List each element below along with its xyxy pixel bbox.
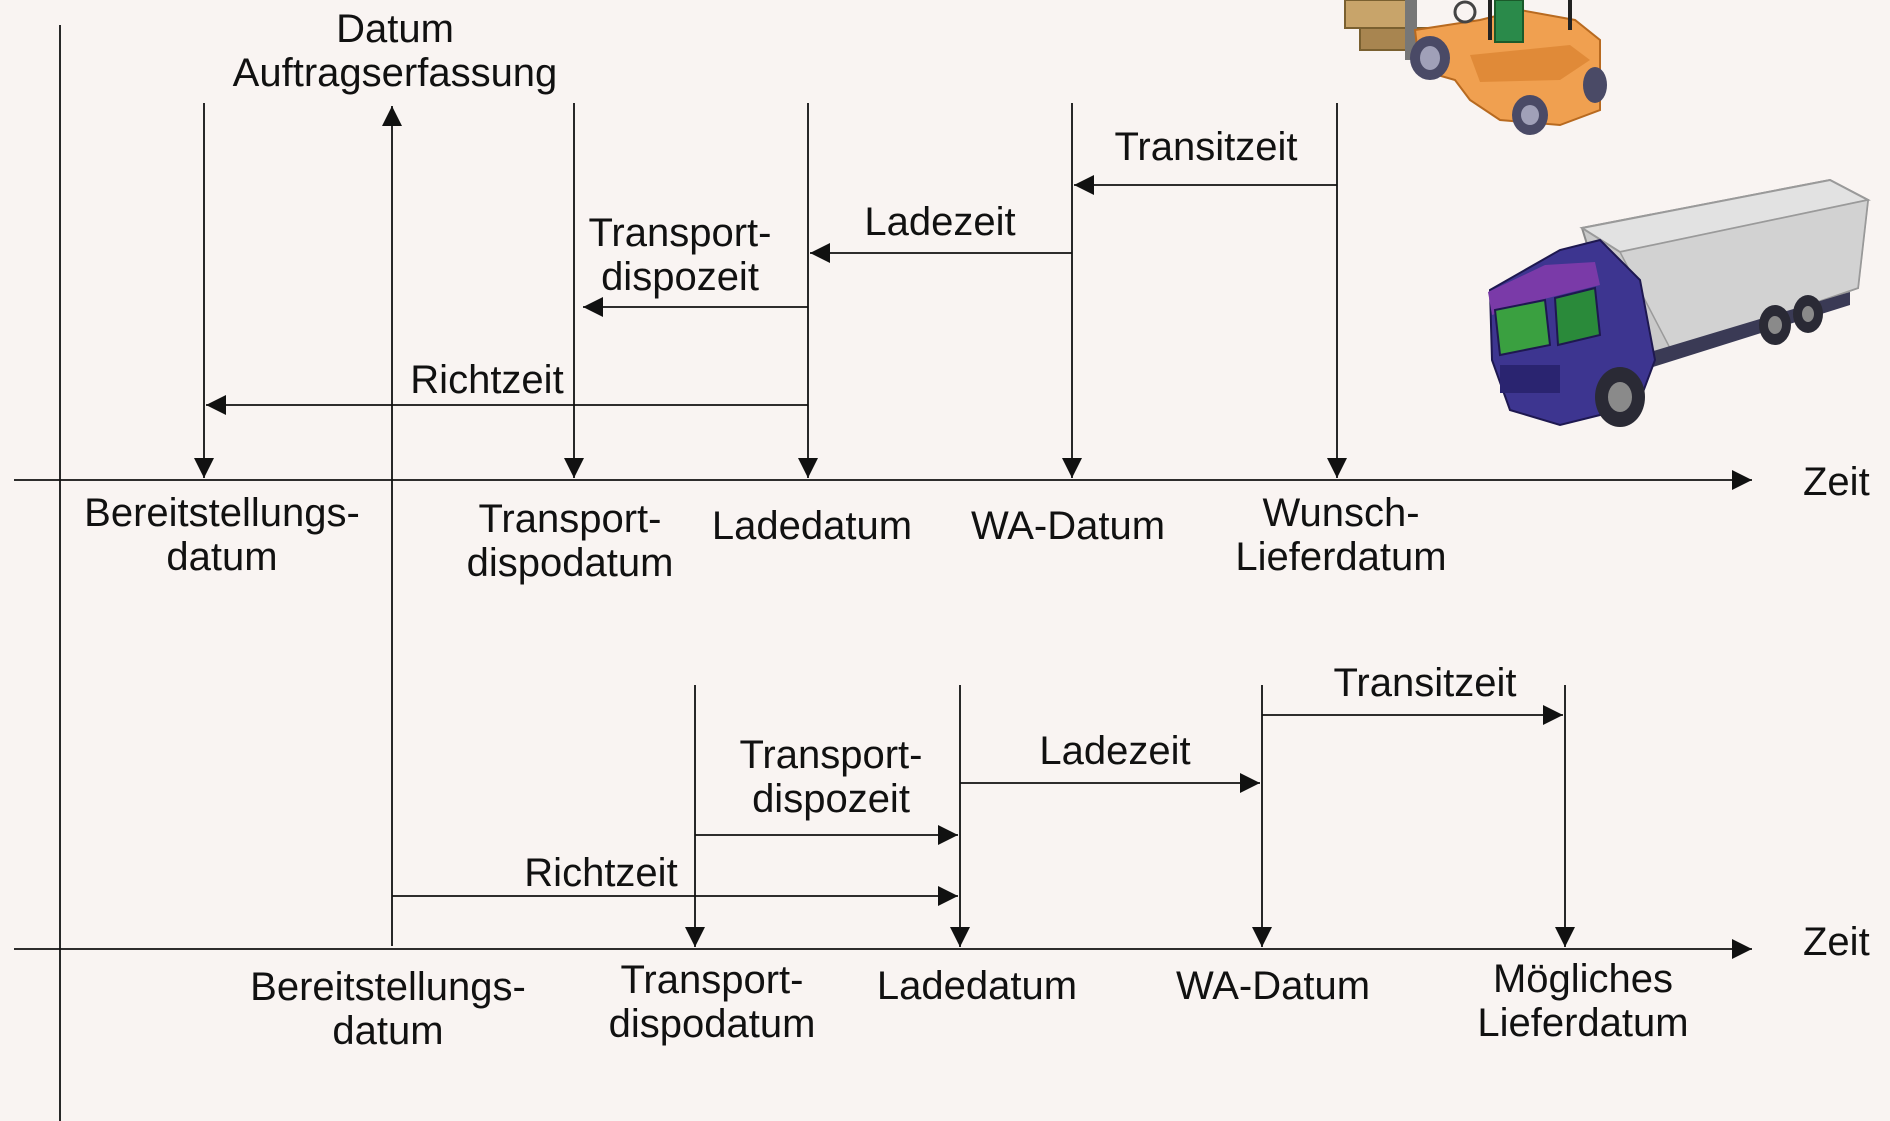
bottom-richt-label: Richtzeit [524, 851, 677, 895]
bottom-possible-label-2: Lieferdatum [1477, 1001, 1688, 1045]
bottom-provision-label-2: datum [332, 1009, 443, 1053]
forklift-icon [1344, 0, 1607, 135]
bottom-dispo-label: Transport- [739, 733, 922, 777]
bottom-loading-label: Ladezeit [1039, 729, 1190, 773]
bottom-provision-label: Bereitstellungs- [250, 965, 526, 1009]
top-provision-label-2: datum [166, 535, 277, 579]
bottom-transit-label: Transitzeit [1333, 661, 1516, 705]
top-transit-label: Transitzeit [1114, 125, 1297, 169]
top-desired-label-2: Lieferdatum [1235, 535, 1446, 579]
truck-icon [1488, 178, 1871, 427]
order-entry-label: Datum [336, 7, 454, 51]
top-loading-date-label: Ladedatum [712, 504, 912, 548]
top-axis-label: Zeit [1803, 460, 1870, 504]
order-entry-label-2: Auftragserfassung [233, 51, 558, 95]
top-desired-label: Wunsch- [1262, 491, 1419, 535]
top-transport-label: Transport- [478, 497, 661, 541]
top-dispo-label-2: dispozeit [601, 255, 759, 299]
top-provision-label: Bereitstellungs- [84, 491, 360, 535]
bottom-transport-label: Transport- [620, 958, 803, 1002]
bottom-axis-label: Zeit [1803, 920, 1870, 964]
top-loading-label: Ladezeit [864, 200, 1015, 244]
bottom-possible-label: Mögliches [1493, 957, 1673, 1001]
top-transport-label-2: dispodatum [467, 541, 674, 585]
top-dispo-label: Transport- [588, 211, 771, 255]
top-richt-label: Richtzeit [410, 358, 563, 402]
bottom-goods-issue-label: WA-Datum [1176, 964, 1370, 1008]
bottom-loading-date-label: Ladedatum [877, 964, 1077, 1008]
top-goods-issue-label: WA-Datum [971, 504, 1165, 548]
bottom-dispo-label-2: dispozeit [752, 777, 910, 821]
bottom-transport-label-2: dispodatum [609, 1002, 816, 1046]
